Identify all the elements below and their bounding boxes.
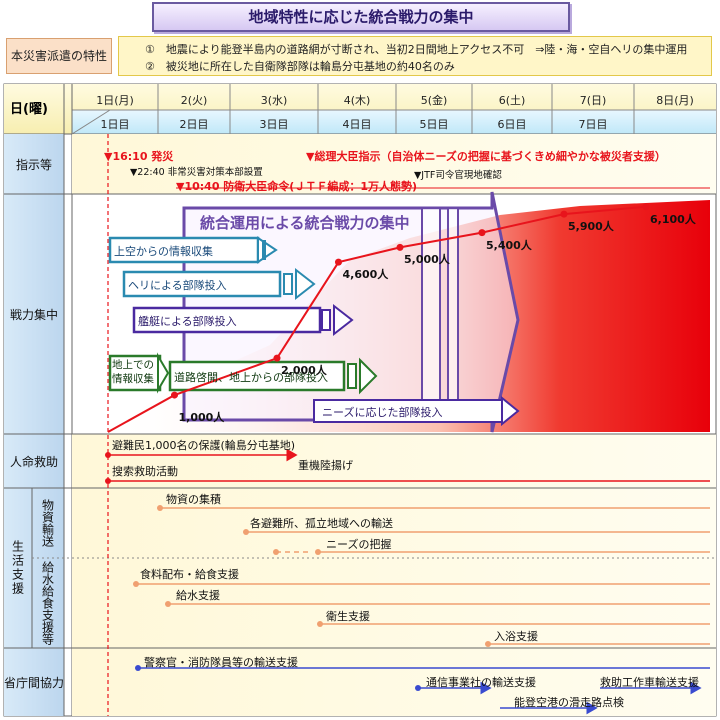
ground-info-label: 地上での情報収集	[112, 359, 154, 385]
heli-arrow	[122, 267, 316, 301]
needs-arrow	[313, 395, 520, 427]
row-label-water: 給水給食支援等	[40, 561, 55, 645]
instruction-hq: ▼22:40 非常災害対策本部設置	[130, 167, 263, 178]
side-column	[4, 134, 64, 716]
feature-item-1: ① 地震により能登半島内の道路網が寸断され、当初2日間地上アクセス不可 ⇒陸・海…	[145, 43, 688, 56]
needs-label: ニーズに応じた部隊投入	[322, 406, 443, 419]
force-point	[273, 354, 281, 362]
header-day: 3日目	[259, 118, 289, 131]
header-date: 2(火)	[180, 94, 208, 107]
force-point-label: 4,600人	[342, 268, 389, 282]
task-label: 各避難所、孤立地域への輸送	[250, 517, 393, 530]
road-label: 道路啓開、地上からの部隊投入	[174, 371, 328, 384]
force-point-label: 1,000人	[178, 411, 225, 425]
feature-item-2: ② 被災地に所在した自衛隊部隊は輪島分屯基地の約40名のみ	[145, 60, 455, 73]
day-band	[72, 110, 716, 134]
header-day: 7日目	[578, 118, 608, 131]
row-rescue-bg	[72, 434, 716, 488]
row-label-force: 戦力集中	[9, 307, 58, 322]
row-instructions-bg	[72, 134, 716, 194]
task-label: 避難民1,000名の保護(輪島分屯基地)	[112, 439, 296, 452]
integrated-operation-label: 統合運用による統合戦力の集中	[200, 214, 410, 232]
row-label-rescue: 人命救助	[9, 454, 58, 469]
header-date: 6(土)	[498, 94, 526, 107]
aerial-arrow	[108, 236, 278, 264]
row-ministry-bg	[72, 648, 716, 716]
header-day: 2日目	[179, 118, 209, 131]
force-point-label: 5,900人	[568, 220, 614, 234]
force-point	[335, 258, 342, 266]
task-label: 警察官・消防隊員等の輸送支援	[144, 656, 298, 669]
task-label: 給水支援	[176, 589, 220, 602]
row-label-ministry: 省庁間協力	[4, 675, 65, 690]
ship-label: 艦艇による部隊投入	[138, 315, 237, 328]
row-label-goods: 物資輸送	[40, 499, 55, 547]
force-line	[107, 205, 647, 433]
force-point-label: 6,100人	[650, 212, 696, 226]
force-point	[396, 243, 404, 251]
row-label-instructions: 指示等	[15, 157, 52, 172]
force-point	[478, 229, 486, 237]
heli-label: ヘリによる部隊投入	[128, 279, 227, 292]
header-day: 1日目	[100, 118, 130, 131]
features-box: ① 地震により能登半島内の道路網が寸断され、当初2日間地上アクセス不可 ⇒陸・海…	[118, 36, 712, 76]
task-label: 救助工作車輸送支援	[600, 676, 699, 689]
header-day: 5日目	[419, 118, 449, 131]
header-date: 1日(月)	[96, 94, 134, 107]
task-label: 入浴支援	[494, 630, 538, 643]
task-label: 食料配布・給食支援	[140, 568, 239, 581]
force-point-label: 5,000人	[404, 253, 450, 267]
instruction-disaster: ▼16:10 発災	[104, 150, 174, 163]
task-label: 能登空港の滑走路点検	[514, 696, 624, 709]
header-date: 8日(月)	[656, 94, 694, 107]
instruction-pm: ▼総理大臣指示（自治体ニーズの把握に基づくきめ細やかな被災者支援）	[306, 150, 666, 163]
page-title: 地域特性に応じた統合戦力の集中	[152, 2, 570, 32]
force-point-label: 5,400人	[486, 238, 532, 252]
features-label: 本災害派遣の特性	[6, 38, 112, 74]
task-label: ニーズの把握	[326, 538, 392, 551]
instruction-jtf: ▼JTF司令官現地確認	[414, 170, 502, 181]
header-date: 4(木)	[343, 94, 371, 107]
row-label-life: 生活支援	[10, 540, 25, 596]
task-label: 物資の集積	[166, 493, 221, 506]
row-life-bg	[72, 488, 716, 648]
header-date: 3(水)	[260, 94, 288, 107]
ship-arrow	[132, 303, 354, 337]
instruction-defense-order: ▼10:40 防衛大臣命令(ＪＴＦ編成：1万人態勢)	[176, 180, 418, 193]
task-start-dot	[273, 549, 279, 555]
ground-info-arrow	[108, 352, 170, 394]
header-day: 4日目	[342, 118, 372, 131]
task-label: 重機陸揚げ	[298, 459, 353, 472]
force-point-label: 2,000人	[281, 364, 327, 378]
aerial-label: 上空からの情報収集	[114, 245, 213, 258]
force-point	[171, 391, 178, 399]
task-label: 通信事業社の輸送支援	[426, 676, 536, 689]
force-point	[560, 210, 568, 218]
header-date: 5(金)	[420, 94, 448, 107]
force-point	[642, 203, 650, 211]
task-label: 衛生支援	[326, 610, 370, 623]
task-label: 搜索救助活動	[112, 465, 178, 478]
header-day: 6日目	[497, 118, 527, 131]
header-date: 7(日)	[579, 94, 607, 107]
header-corner-label: 日(曜)	[10, 102, 48, 117]
